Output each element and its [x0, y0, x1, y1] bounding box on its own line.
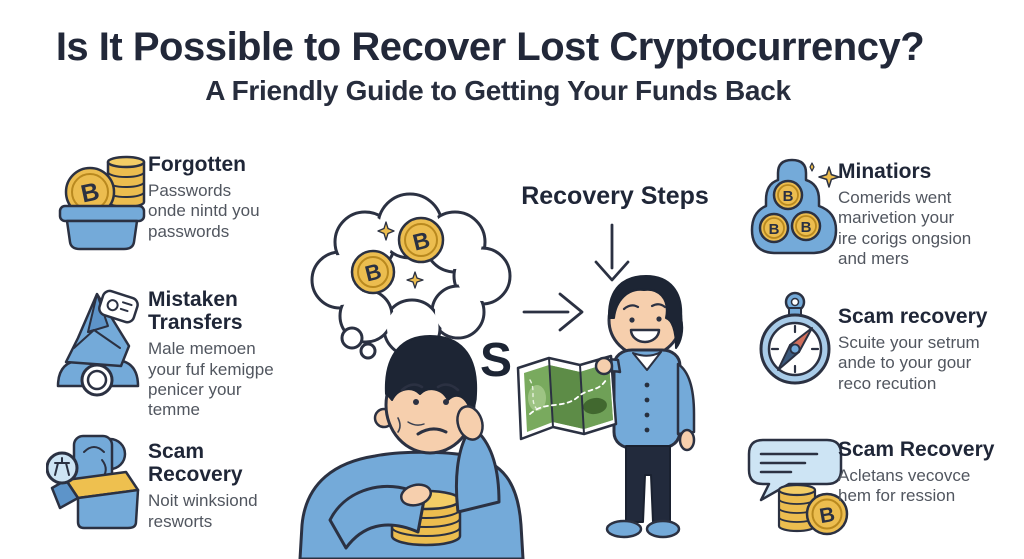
bubble-tail-small: [359, 342, 377, 360]
compass-icon: [759, 291, 831, 385]
sparkle-icon: [818, 166, 840, 188]
mistaken-transfer-icon: [56, 289, 140, 397]
bitcoin-coin: B: [758, 212, 790, 244]
sparkle-small-icon: [809, 162, 815, 172]
left-item-2-heading: Mistaken Transfers: [148, 288, 243, 335]
shoe: [645, 519, 681, 539]
buttons: [644, 382, 650, 433]
bitcoin-glyph: B: [801, 219, 812, 236]
pants: [625, 445, 671, 523]
shoe: [605, 519, 643, 539]
coin-pouch-icon: B B B: [750, 158, 840, 255]
bitcoin-coin: B: [805, 492, 849, 536]
happy-face: [622, 303, 667, 344]
recovery-box-icon: [46, 434, 140, 530]
bitcoin-glyph: B: [362, 258, 383, 286]
address-tag: [98, 289, 139, 324]
down-arrow-icon: [594, 223, 630, 282]
right-item-2-heading: Scam recovery: [838, 305, 988, 328]
left-item-1-heading: Forgotten: [148, 153, 246, 176]
right-item-1-heading: Minatiors: [838, 160, 932, 183]
thought-bubble: B B: [310, 192, 512, 360]
right-hand: [456, 405, 484, 441]
right-sleeve: [454, 430, 501, 514]
bitcoin-glyph: B: [818, 503, 837, 528]
bitcoin-glyph: B: [769, 221, 780, 238]
worried-person: [298, 335, 525, 559]
coin-basket-icon: B: [58, 155, 146, 251]
bitcoin-coin: B: [790, 210, 822, 242]
basket: [58, 204, 146, 251]
compass-needle: [777, 327, 813, 371]
right-sleeve: [676, 362, 696, 436]
bitcoin-glyph: B: [783, 188, 794, 205]
header: Is It Possible to Recover Lost Cryptocur…: [0, 26, 1024, 105]
bitcoin-coin: B: [397, 216, 445, 264]
left-hand: [399, 483, 433, 507]
chat-coins-icon: B: [747, 438, 849, 536]
hair: [607, 275, 684, 349]
hair: [384, 335, 478, 413]
bitcoin-coin: B: [350, 249, 396, 295]
collar: [632, 351, 662, 371]
center-illustration: B B: [298, 192, 696, 559]
bitcoin-glyph: B: [78, 177, 101, 208]
map: [516, 354, 618, 441]
right-hand: [678, 428, 696, 452]
sparkle-icon: [406, 271, 424, 289]
bitcoin-coin: B: [64, 166, 116, 218]
bitcoin-glyph: B: [410, 226, 432, 255]
right-item-3-heading: Scam Recovery: [838, 438, 995, 461]
speech-bubble: [747, 438, 843, 502]
overlay-letter: S: [480, 334, 512, 387]
left-item-3-heading: Scam Recovery: [148, 440, 243, 487]
bitcoin-coin: B: [772, 179, 804, 211]
left-hand-on-map: [594, 356, 614, 376]
ring-coin: [80, 363, 114, 397]
coin-stack: [777, 483, 817, 533]
open-box: [50, 470, 140, 530]
badge-glyph: [46, 451, 79, 485]
sparkle-icon: [377, 221, 395, 241]
right-arrow-icon: [522, 292, 584, 332]
recovery-steps-heading: Recovery Steps: [521, 182, 709, 210]
bubble-tail-large: [340, 326, 364, 350]
page-subtitle: A Friendly Guide to Getting Your Funds B…: [205, 75, 791, 106]
page-title: Is It Possible to Recover Lost Cryptocur…: [55, 25, 925, 69]
map-route: [529, 379, 607, 415]
